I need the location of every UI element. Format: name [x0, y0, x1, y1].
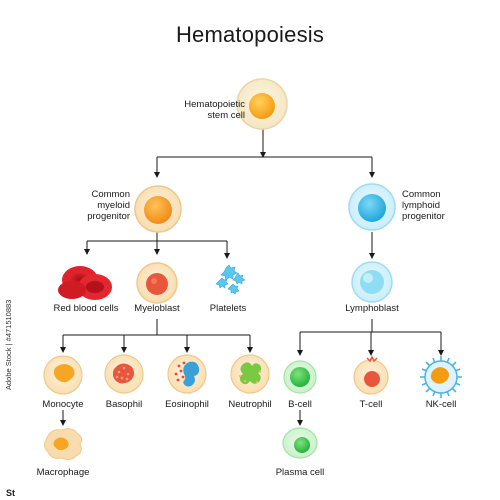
macrophage-cell	[43, 428, 83, 461]
b-cell	[283, 360, 317, 394]
stock-id-watermark: Adobe Stock | #471510883	[4, 299, 13, 390]
label-hsc-line2: stem cell	[207, 110, 245, 121]
page-title: Hematopoiesis	[175, 22, 325, 47]
label-common-lymphoid-progenitor: Common lymphoid progenitor	[402, 189, 445, 222]
stock-logo: St	[6, 488, 15, 498]
label-cmp-line1: Common	[91, 189, 130, 200]
connector-lines	[60, 127, 444, 426]
label-hsc-line1: Hematopoietic	[184, 99, 245, 110]
plasma-cell	[282, 427, 318, 459]
label-nk-cell: NK-cell	[425, 399, 457, 410]
myeloblast-cell	[136, 262, 178, 304]
label-cmp-line3: progenitor	[87, 211, 130, 222]
label-common-myeloid-progenitor: Common myeloid progenitor	[60, 189, 130, 222]
label-t-cell: T-cell	[359, 399, 383, 410]
lymphoblast-cell	[351, 261, 393, 303]
label-myeloblast: Myeloblast	[134, 303, 180, 314]
label-clp-line3: progenitor	[402, 211, 445, 222]
basophil-cell	[104, 354, 144, 394]
neutrophil-cell	[230, 354, 270, 394]
label-hematopoietic-stem-cell: Hematopoietic stem cell	[148, 99, 245, 121]
label-clp-line1: Common	[402, 189, 441, 200]
label-red-blood-cells: Red blood cells	[53, 303, 119, 314]
hematopoietic-stem-cell	[236, 78, 288, 130]
label-macrophage: Macrophage	[36, 467, 90, 478]
label-plasma-cell: Plasma cell	[275, 467, 325, 478]
monocyte-cell	[43, 355, 83, 395]
red-blood-cells	[58, 266, 112, 300]
t-cell	[353, 355, 389, 395]
label-b-cell: B-cell	[288, 399, 312, 410]
label-neutrophil: Neutrophil	[228, 399, 272, 410]
label-platelets: Platelets	[209, 303, 247, 314]
common-myeloid-progenitor	[134, 185, 182, 233]
label-eosinophil: Eosinophil	[165, 399, 209, 410]
label-lymphoblast: Lymphoblast	[345, 303, 399, 314]
label-monocyte: Monocyte	[42, 399, 84, 410]
nk-cell	[420, 356, 462, 398]
common-lymphoid-progenitor	[348, 183, 396, 231]
platelets-cells	[215, 264, 246, 295]
eosinophil-cell	[167, 354, 207, 394]
label-cmp-line2: myeloid	[97, 200, 130, 211]
label-basophil: Basophil	[105, 399, 143, 410]
label-clp-line2: lymphoid	[402, 200, 441, 211]
